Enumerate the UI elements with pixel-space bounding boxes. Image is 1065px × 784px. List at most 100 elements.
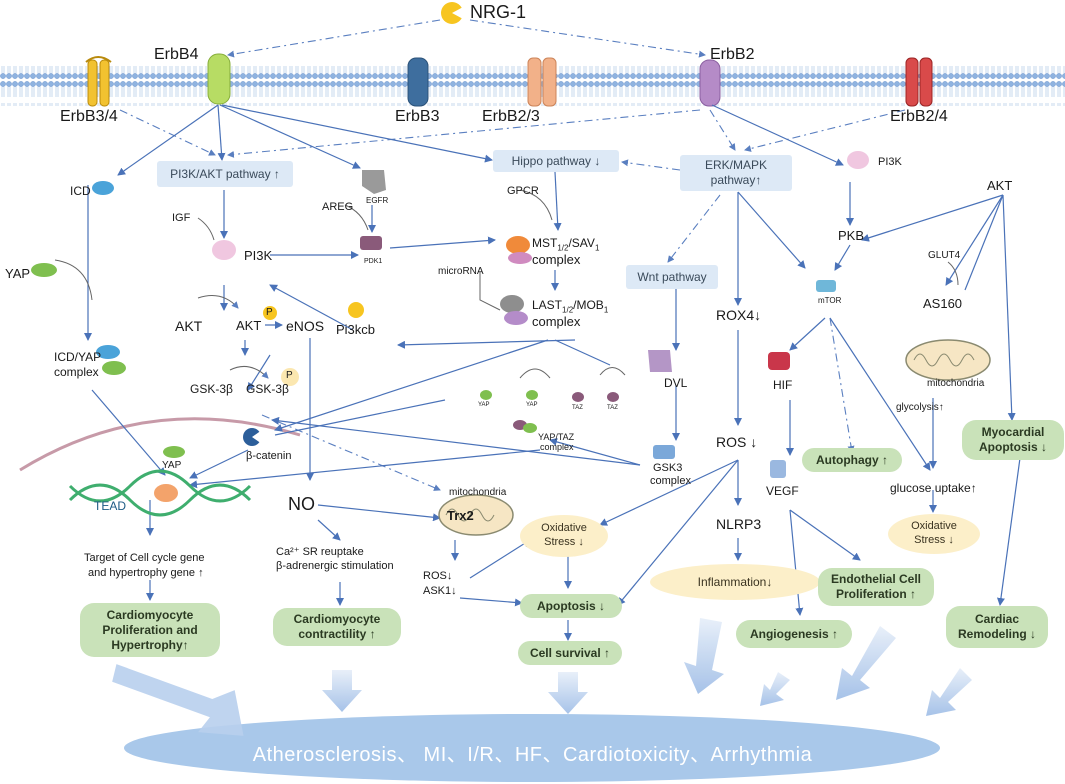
erbb2-label: ErbB2 [710,46,755,63]
erbb24-label: ErbB2/4 [890,108,948,125]
ca-label: Ca²⁺ SR reuptake [276,546,364,558]
hippo-pathway-box: Hippo pathway ↓ [493,150,619,172]
yap-small-label-a: YAP [478,402,490,408]
mitochondria-mid-icon [438,494,514,536]
dvl-label: DVL [664,376,688,390]
mitochondria-mid-label: mitochondria [449,487,507,498]
p-phospho-icon [263,306,277,320]
yap-left-icon [31,263,57,277]
enos-label: eNOS [286,318,325,334]
nrg1-ligand-icon [441,2,465,24]
yap-taz-label-1: YAP/TAZ [538,432,575,442]
receptor-erbb4-icon [207,53,231,105]
erbb34-label: ErbB3/4 [60,108,118,125]
gsk3-label-1: GSK3 [653,462,683,474]
mst-label: MST1/2/SAV1 [532,236,600,253]
akt-right-label: AKT [987,178,1013,193]
outcome-arrows [112,618,972,736]
autophagy-box: Autophagy ↑ [802,448,902,472]
tead-dna-icon [68,469,252,517]
yap-taz-small-icons [480,390,619,433]
mitochondria-right-icon [905,339,991,381]
endothelial-proliferation-box: Endothelial Cell Proliferation ↑ [818,568,934,606]
glucose-uptake-label: glucose uptake↑ [890,481,977,495]
akt-p-label: AKT [236,318,262,333]
nlrp3-label: NLRP3 [716,516,762,532]
pi3k-mid-label: PI3K [244,248,273,263]
p-label-1: P [266,307,273,318]
disease-list-label: Atherosclerosis、 MI、I/R、HF、Cardiotoxicit… [252,744,813,766]
pi3kcb-label: Pi3kcb [336,322,376,337]
cell-survival-box: Cell survival ↑ [518,641,622,665]
mtor-label: mTOR [818,296,842,305]
nucleus-envelope [19,417,301,472]
igf-label: IGF [172,212,191,224]
yap-taz-label-2: complex [540,442,574,452]
target-label-1: Target of Cell cycle gene [84,552,205,564]
pi3k-mid-icon [212,240,236,260]
egfr-label: EGFR [366,196,389,205]
hif-icon [768,352,790,370]
last-complex-label: complex [532,314,581,329]
yap-nucleus-icon [163,446,185,458]
ros-label: ROS ↓ [716,434,758,450]
angiogenesis-box: Angiogenesis ↑ [736,620,852,648]
mst-icon [506,236,532,264]
erbb4-label: ErbB4 [154,46,199,63]
mitochondria-right-label: mitochondria [927,378,985,389]
tead-label: TEAD [94,499,127,513]
ros-small-label: ROS↓ [423,570,453,582]
myocardial-apoptosis-box: Myocardial Apoptosis ↓ [962,420,1064,460]
gsk3-icon [653,445,675,459]
disease-ellipse [124,714,940,782]
icd-label: ICD [70,184,91,198]
p-phospho-icon-2 [281,368,299,386]
yap-nucleus-label: YAP [162,460,182,471]
no-label: NO [288,494,315,514]
taz-small-label-b: TAZ [607,405,618,411]
gsk3-label-2: complex [650,475,691,487]
erbb23-label: ErbB2/3 [482,108,540,125]
beta-adrenergic-label: β-adrenergic stimulation [276,560,394,572]
receptor-erbb3-icon [407,57,429,107]
oxidative-stress-mid-box: Oxidative Stress ↓ [520,515,608,557]
glycolysis-label: glycolysis↑ [896,402,944,413]
receptor-erbb34-icon [85,56,112,107]
yap-left-label: YAP [5,266,31,281]
icd-icon [92,181,114,195]
taz-small-label-a: TAZ [572,405,583,411]
yap-small-label-b: YAP [526,402,538,408]
p-label-2: P [286,370,293,381]
pdk1-icon [360,236,382,250]
rox4-label: ROX4↓ [716,307,762,323]
receptor-erbb23-icon [527,57,557,107]
mtor-icon [816,280,836,292]
glut4-label: GLUT4 [928,250,961,261]
last-label: LAST1/2/MOB1 [532,298,609,315]
pi3k-akt-pathway-box: PI3K/AKT pathway ↑ [157,161,293,187]
cardiomyocyte-contractility-box: Cardiomyocyte contractility ↑ [273,608,401,646]
gpcr-label: GPCR [507,185,539,197]
ask1-label: ASK1↓ [423,585,457,597]
areg-label: AREG [322,201,354,213]
pkb-label: PKB [838,228,865,243]
vegf-icon [770,460,786,478]
nrg1-label: NRG-1 [470,2,527,22]
icd-yap-label-2: complex [54,365,99,379]
pdk1-label: PDK1 [364,258,383,265]
beta-catenin-icon [243,428,262,446]
gsk-left-label: GSK-3β [190,382,233,396]
akt-left-label: AKT [175,318,203,334]
last-icon [500,295,528,325]
target-label-2: and hypertrophy gene ↑ [88,567,204,579]
egfr-icon [362,170,386,194]
vegf-label: VEGF [766,484,799,498]
gsk-right-label: GSK-3β [246,382,289,396]
pi3k-right-label: PI3K [878,156,902,168]
pi3k-right-icon [847,151,869,169]
hif-label: HIF [773,378,793,392]
beta-catenin-label: β-catenin [246,450,292,462]
inflammation-box: Inflammation↓ [650,564,820,600]
